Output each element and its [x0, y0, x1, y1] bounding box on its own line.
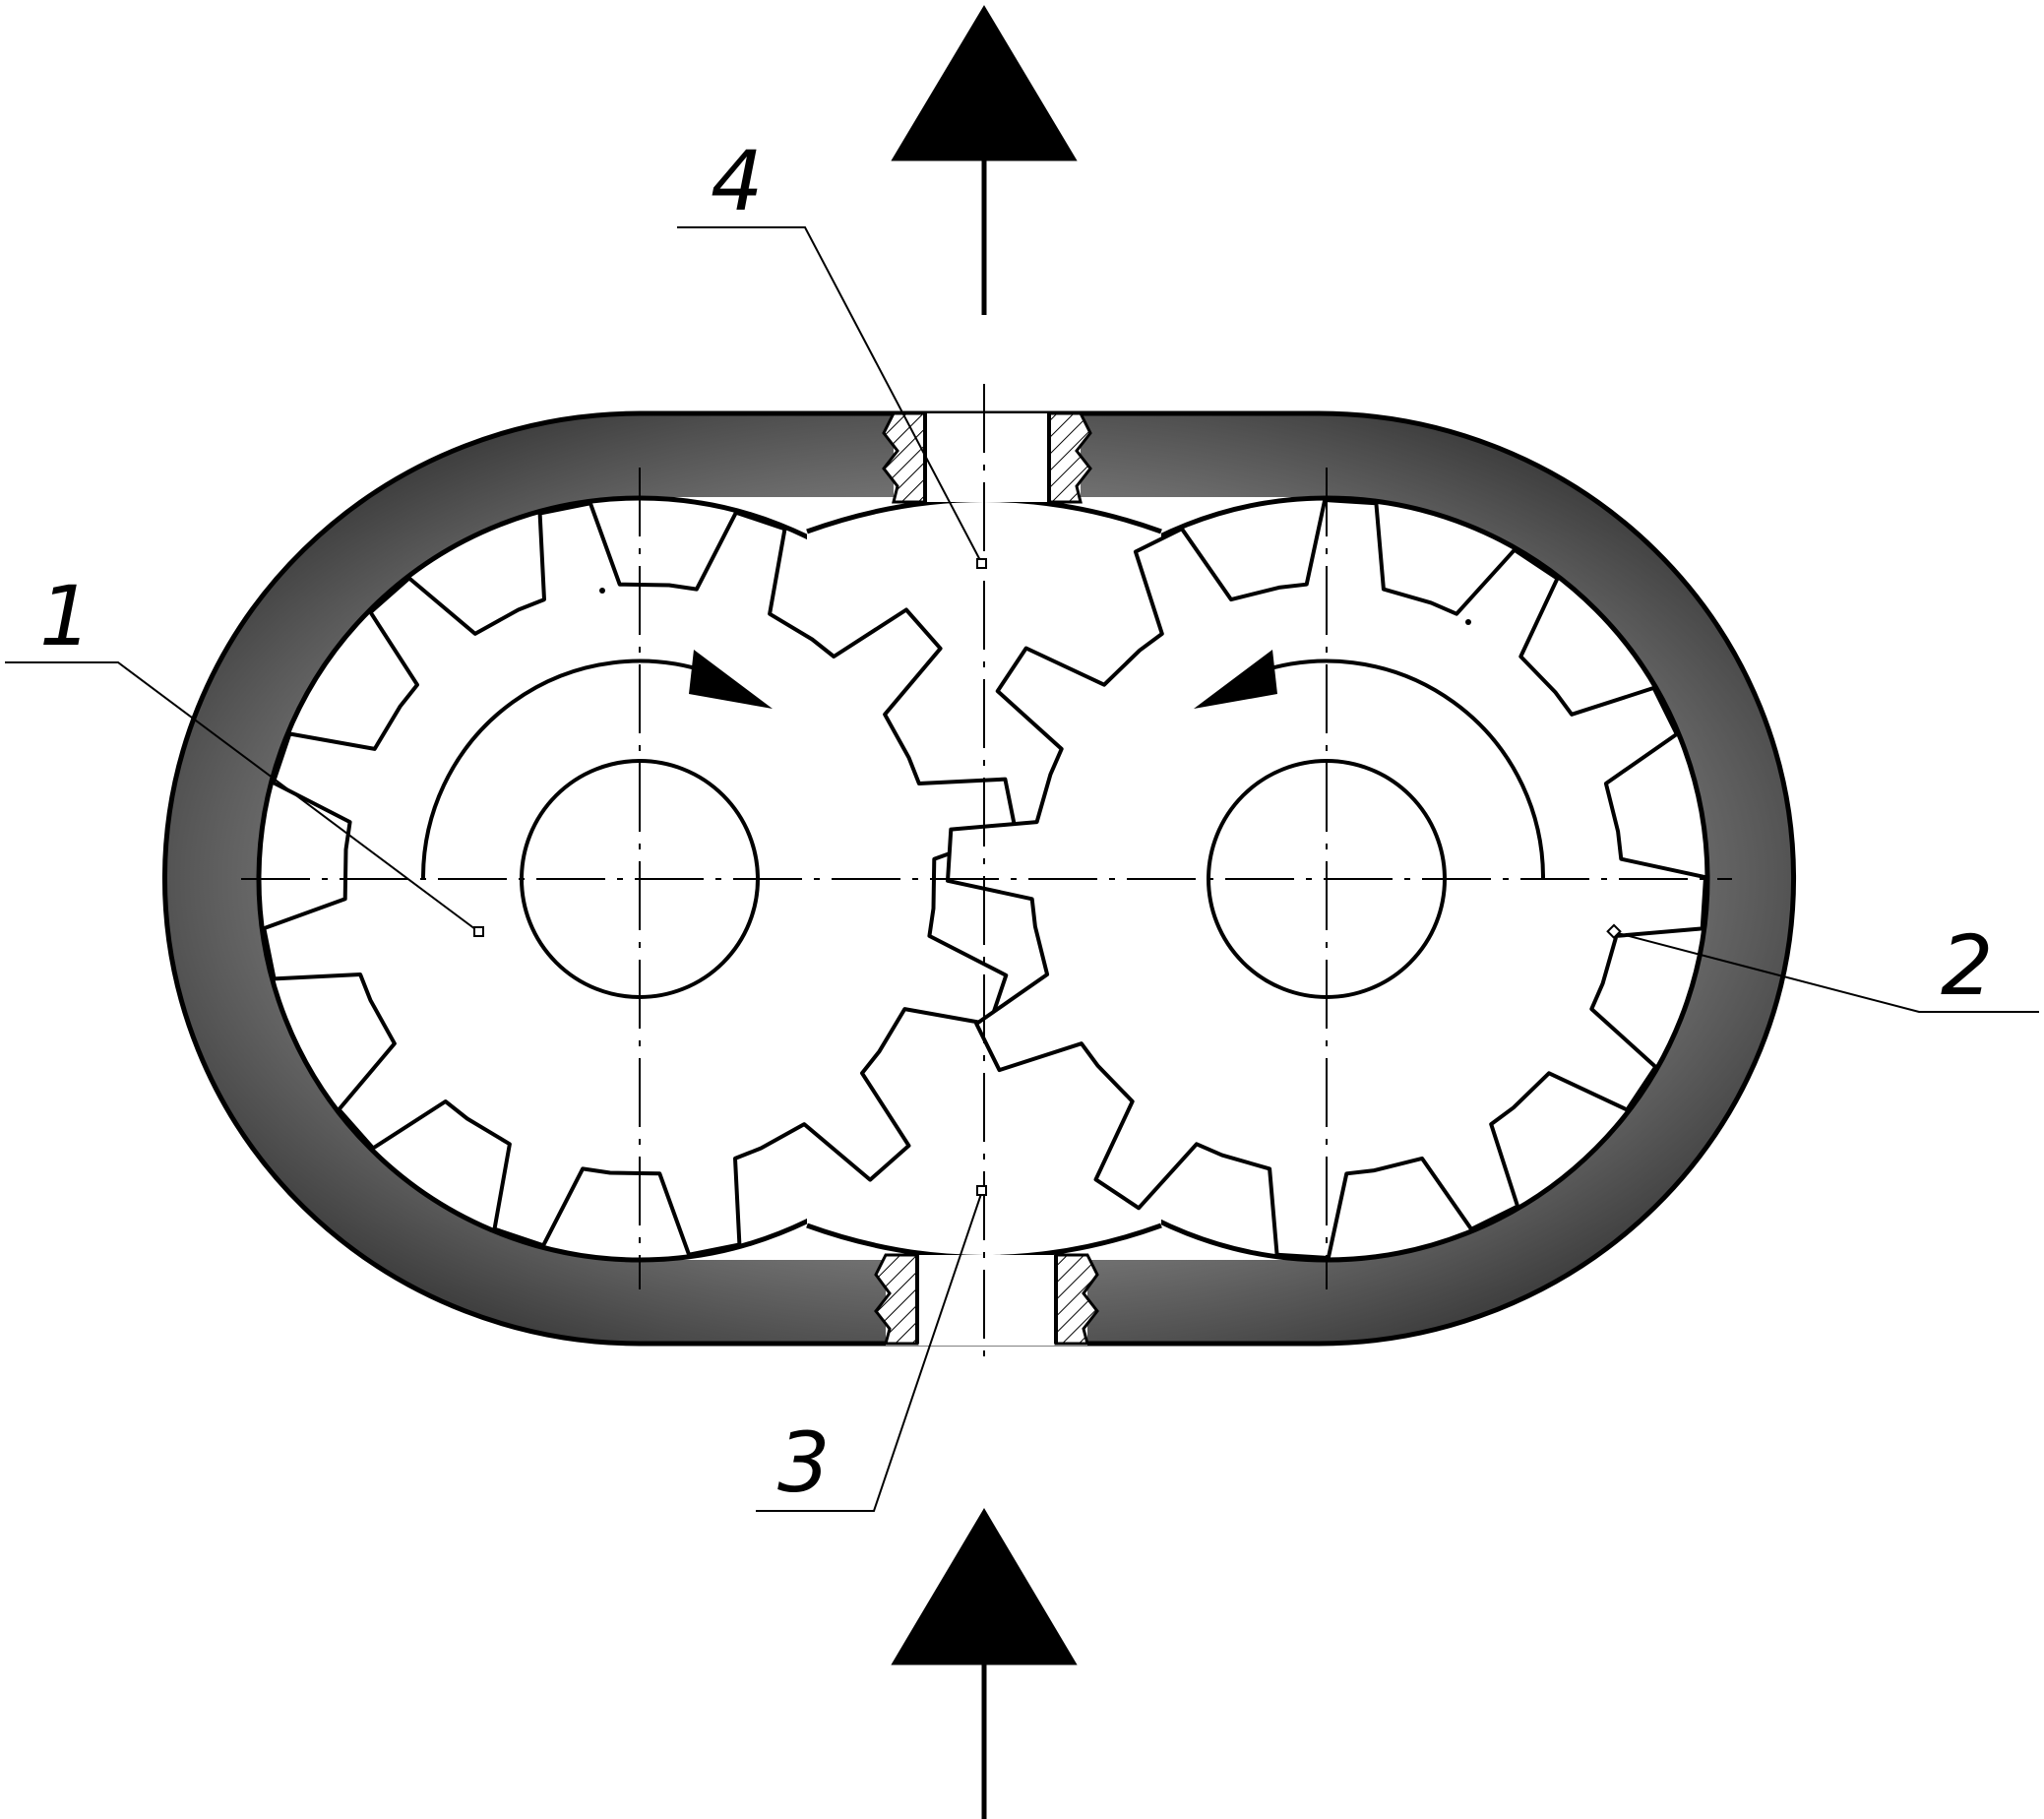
callout-4: 4: [711, 133, 763, 229]
left-rotation-arrowhead: [689, 650, 773, 709]
outlet-flow-arrow: [891, 5, 1078, 315]
right-rotation-arrowhead: [1194, 650, 1277, 709]
callout-2: 2: [1941, 917, 1993, 1014]
callout-3: 3: [777, 1414, 830, 1511]
outlet-port: [882, 411, 1092, 504]
callout-1: 1: [39, 568, 92, 664]
inlet-port: [874, 1253, 1099, 1346]
inlet-flow-arrow: [891, 1508, 1078, 1819]
left-rotation-arc: [420, 659, 710, 880]
leader-lines: [5, 226, 2039, 1512]
right-rotation-arc: [1257, 659, 1546, 880]
